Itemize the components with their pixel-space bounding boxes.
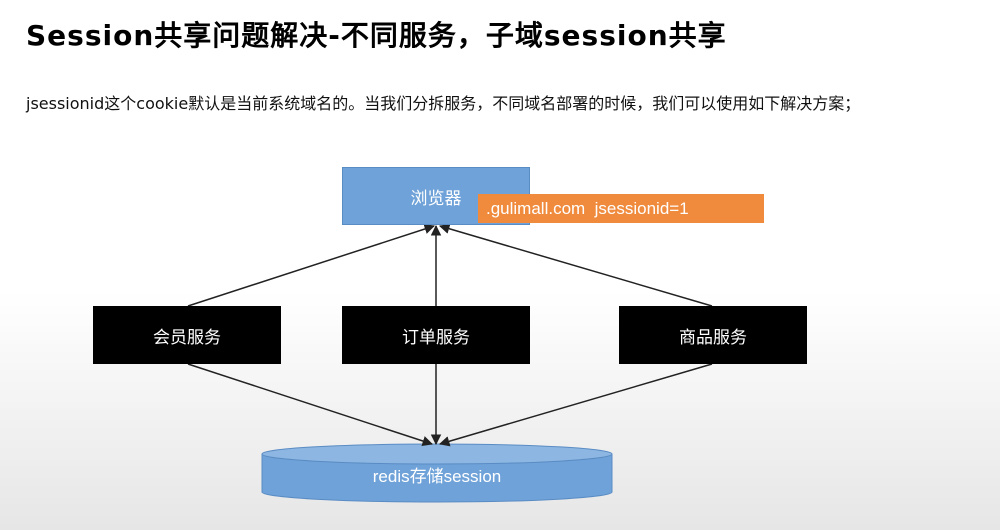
redis-storage-label: redis存储session <box>372 467 502 486</box>
product-service-node: 商品服务 <box>619 306 807 364</box>
order-service-node: 订单服务 <box>342 306 530 364</box>
order-service-label: 订单服务 <box>402 327 470 348</box>
member-service-node: 会员服务 <box>93 306 281 364</box>
arrow-product-to-browser <box>438 223 713 307</box>
arrow-product-to-redis <box>438 363 713 447</box>
redis-cylinder <box>261 443 613 503</box>
slide-description: jsessionid这个cookie默认是当前系统域名的。当我们分拆服务，不同域… <box>26 94 861 113</box>
slide-title: Session共享问题解决-不同服务，子域session共享 <box>26 19 727 52</box>
cookie-label: .gulimall.com jsessionid=1 <box>486 198 689 218</box>
browser-label: 浏览器 <box>410 188 462 209</box>
arrow-member-to-redis <box>187 363 433 447</box>
member-service-label: 会员服务 <box>153 327 221 348</box>
arrow-member-to-browser <box>187 223 435 307</box>
product-service-label: 商品服务 <box>679 327 747 348</box>
cookie-label-box: .gulimall.com jsessionid=1 <box>478 194 764 223</box>
